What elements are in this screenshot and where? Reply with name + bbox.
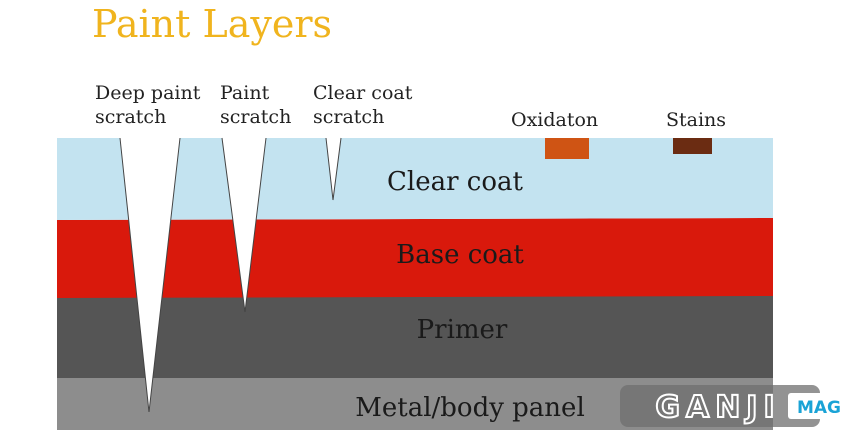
stains-label: Stains [666, 109, 727, 131]
clear-scratch-label-line1: Clear coat [313, 82, 413, 104]
paint-scratch [222, 138, 266, 312]
paint-scratch-label-line1: Paint [220, 82, 270, 104]
deep-paint-scratch [120, 138, 180, 412]
watermark-logo: GANJI MAG [620, 385, 850, 427]
clear-coat-scratch [326, 138, 341, 200]
paint-scratch-label: Paint scratch [220, 81, 291, 129]
clear-scratch-outline [325, 137, 342, 201]
clear-scratch-label-line2: scratch [313, 106, 385, 128]
oxidation-spot [545, 138, 589, 159]
deep-scratch-outline [119, 137, 181, 413]
watermark-badge: MAG [797, 398, 841, 418]
paint-scratch-outline [221, 137, 267, 313]
watermark-text: GANJI [655, 390, 780, 425]
clear-scratch-label: Clear coat scratch [313, 81, 412, 129]
clear-coat-label: Clear coat [387, 167, 523, 197]
diagram-title: Paint Layers [92, 2, 333, 46]
oxidation-label: Oxidaton [511, 109, 599, 131]
deep-scratch-label: Deep paint scratch [95, 81, 200, 129]
primer-layer [57, 296, 773, 378]
stains-spot [673, 138, 712, 154]
paint-scratch-label-line2: scratch [220, 106, 292, 128]
deep-scratch-label-line2: scratch [95, 106, 167, 128]
deep-scratch-label-line1: Deep paint [95, 82, 201, 104]
metal-panel-label: Metal/body panel [355, 393, 585, 423]
primer-label: Primer [416, 315, 508, 345]
base-coat-label: Base coat [396, 240, 524, 270]
